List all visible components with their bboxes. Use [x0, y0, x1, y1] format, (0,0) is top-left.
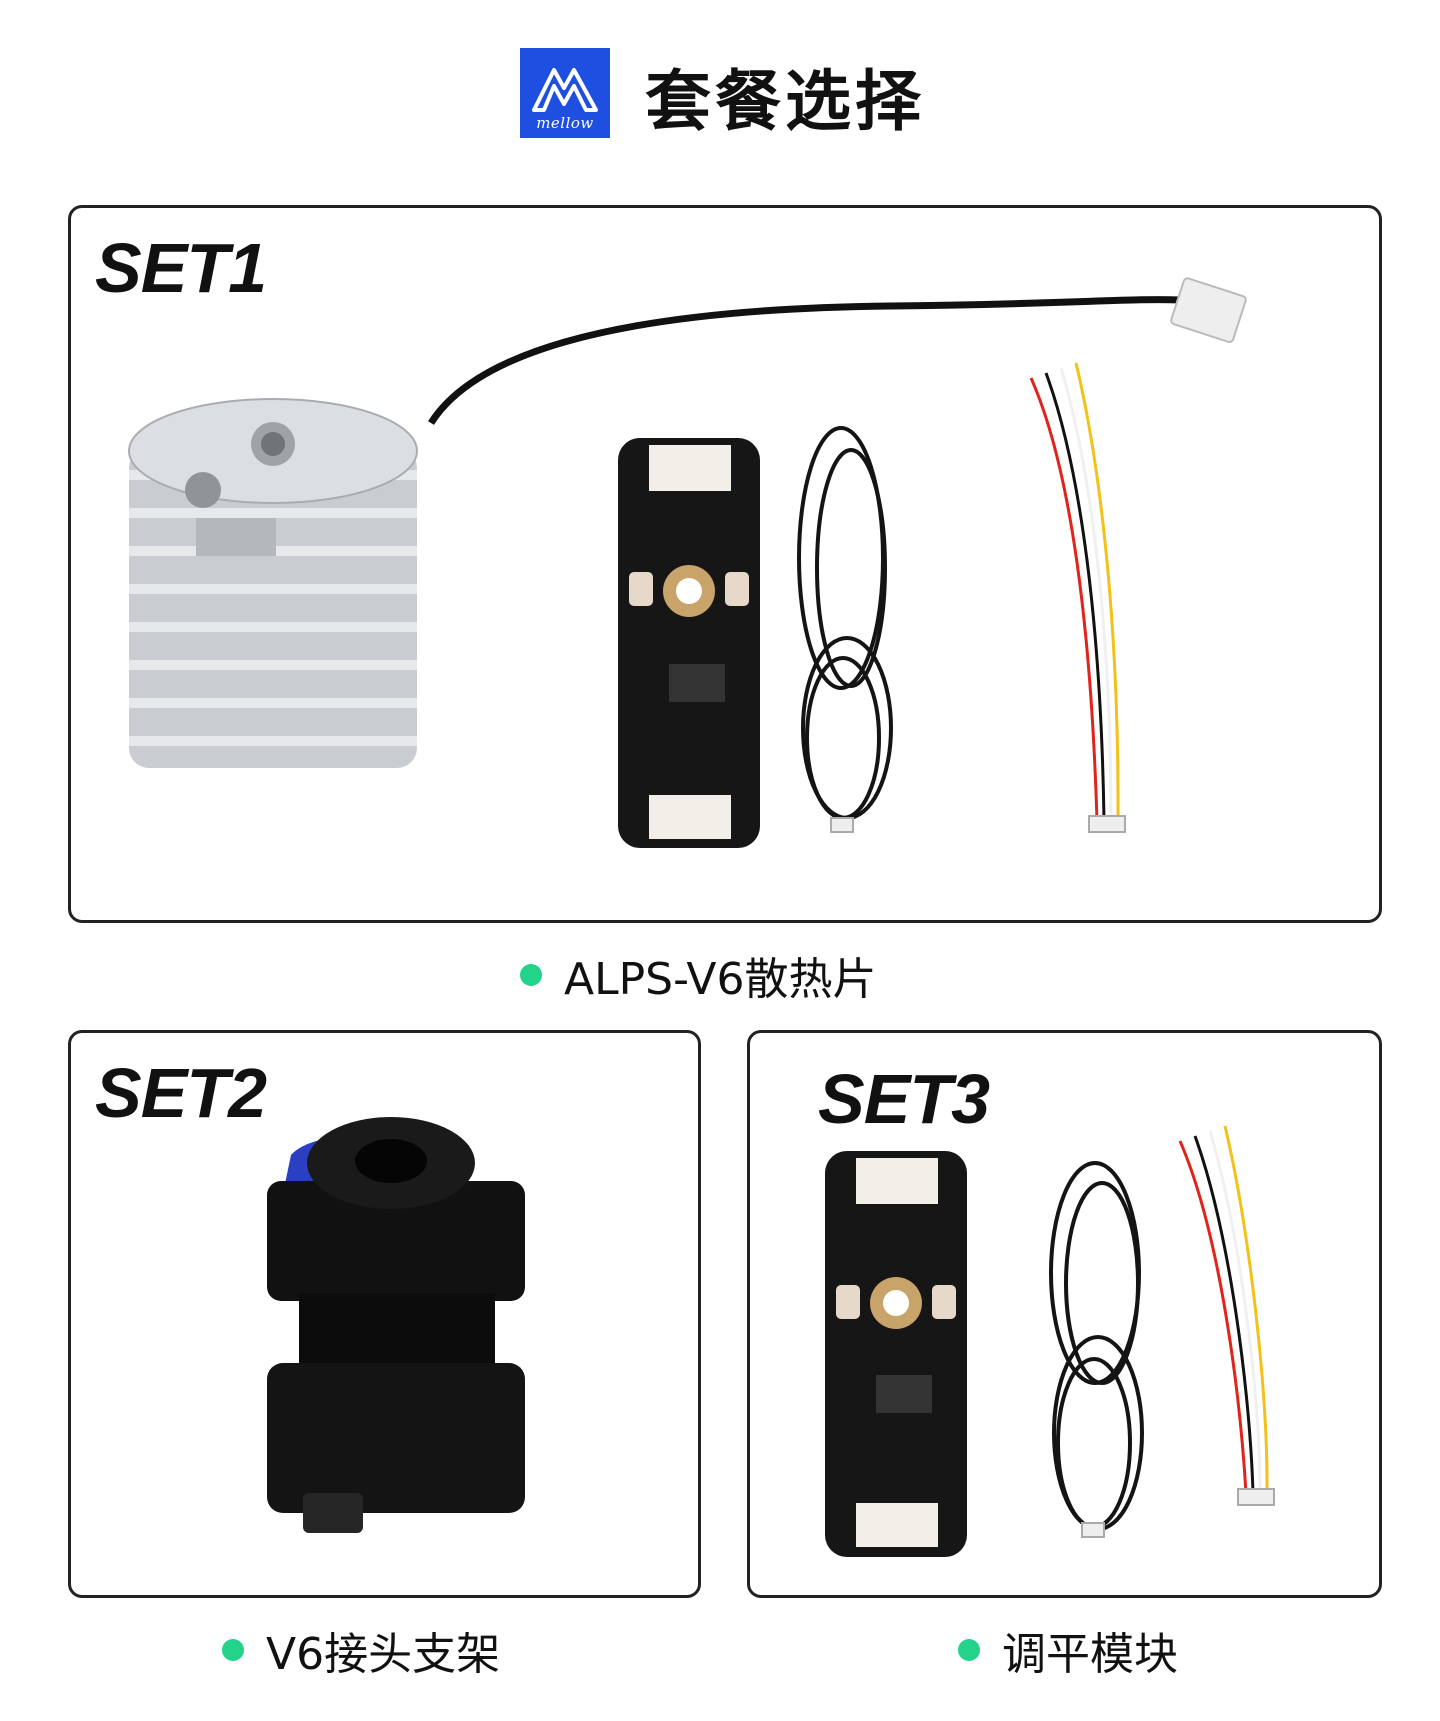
- set1-label: SET1: [95, 229, 267, 307]
- set1-card: SET1: [68, 205, 1382, 923]
- set2-caption-text: V6接头支架: [266, 1629, 501, 1680]
- set2-product-images: [267, 1117, 525, 1533]
- cable-connector-icon: [1170, 277, 1247, 343]
- header: mellow 套餐选择: [0, 0, 1440, 170]
- set3-label: SET3: [818, 1060, 990, 1138]
- v6-adapter-bracket-image: [267, 1117, 525, 1533]
- pcb-board-image: [618, 438, 760, 848]
- mellow-logo: mellow: [520, 48, 610, 138]
- pcb-board-image: [825, 1151, 967, 1557]
- set3-caption-text: 调平模块: [1002, 1629, 1178, 1680]
- set1-product-images: [128, 277, 1247, 848]
- set2-label: SET2: [95, 1054, 267, 1132]
- logo-text: mellow: [536, 114, 594, 132]
- set3-product-images: [825, 1125, 1275, 1557]
- set2-caption: V6接头支架: [222, 1625, 500, 1680]
- set3-card: SET3: [747, 1030, 1382, 1598]
- heatsink-cable: [428, 296, 1182, 425]
- set1-caption: ALPS-V6散热片: [520, 950, 876, 1005]
- wire-harness-image: [1029, 362, 1126, 833]
- coiled-cable-image: [1049, 1161, 1144, 1538]
- bullet-dot-icon: [222, 1639, 244, 1661]
- set1-caption-text: ALPS-V6散热片: [564, 954, 877, 1005]
- coiled-cable-image: [797, 426, 893, 833]
- set3-caption: 调平模块: [958, 1625, 1178, 1680]
- bullet-dot-icon: [520, 964, 542, 986]
- wire-harness-image: [1178, 1125, 1275, 1506]
- heatsink-image: [128, 398, 418, 768]
- page-title: 套餐选择: [645, 63, 925, 140]
- bullet-dot-icon: [958, 1639, 980, 1661]
- set2-card: SET2: [68, 1030, 701, 1598]
